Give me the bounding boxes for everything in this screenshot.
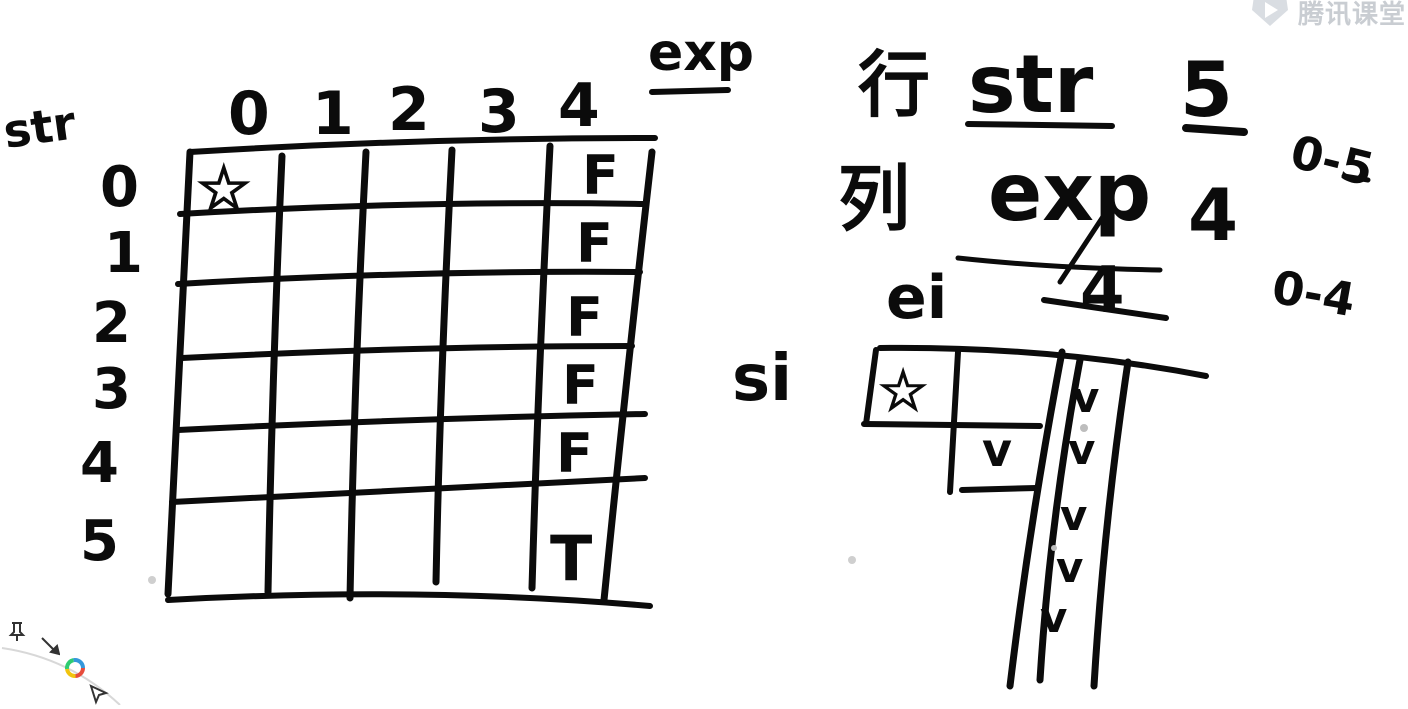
cell-value: F (556, 422, 593, 485)
check-mark: v (1072, 373, 1099, 422)
check-mark: v (982, 423, 1012, 477)
check-mark: v (1068, 425, 1095, 474)
traversal-sketch: ei si ☆ v v v v v v (148, 263, 1209, 690)
last-column-values: F F F F F T (550, 144, 619, 595)
col-header: 3 (478, 77, 520, 147)
col-header: 4 (558, 71, 600, 141)
drawing-tool-panel (0, 608, 130, 705)
row-header: 5 (80, 509, 119, 574)
crossed-four: 4 (1080, 254, 1125, 328)
col-variable: exp (988, 146, 1151, 239)
row-axis-label: str (0, 95, 79, 159)
dp-grid (164, 135, 658, 609)
pen-icon[interactable] (38, 634, 61, 656)
col-label: 列 (838, 157, 910, 241)
pin-icon[interactable] (6, 620, 28, 642)
row-count: 5 (1180, 45, 1233, 134)
cell-value: F (576, 212, 613, 275)
row-variable: str (968, 38, 1094, 131)
cell-value: F (562, 354, 599, 417)
cell-value: T (550, 522, 592, 595)
col-header: 0 (228, 79, 270, 149)
row-header: 1 (104, 221, 143, 286)
row-index-label: si (732, 342, 792, 416)
col-header: 2 (388, 75, 430, 145)
col-axis-underline (649, 87, 731, 95)
col-range: 0-4 (1268, 260, 1359, 328)
brand-watermark: 腾讯课堂 (1298, 0, 1407, 30)
row-range: 0-5 (1285, 124, 1379, 197)
row-header: 0 (100, 155, 139, 220)
row-headers: 0 1 2 3 4 5 (80, 155, 143, 574)
cell-value: F (582, 144, 619, 207)
col-count: 4 (1188, 173, 1238, 257)
tencent-classroom-logo (1252, 0, 1288, 26)
row-header: 3 (92, 357, 131, 422)
sketch-origin-star: ☆ (878, 358, 928, 424)
origin-star-mark: ☆ (196, 152, 252, 225)
row-header: 2 (92, 291, 131, 356)
color-wheel-icon[interactable] (64, 657, 86, 679)
col-axis-label: exp (648, 23, 754, 83)
col-index-label: ei (886, 263, 947, 333)
check-mark: v (1056, 543, 1083, 592)
row-label: 行 (858, 43, 930, 127)
column-headers: 0 1 2 3 4 (228, 71, 600, 149)
cell-value: F (566, 286, 603, 349)
check-mark: v (1060, 491, 1087, 540)
col-header: 1 (312, 79, 354, 149)
check-mark: v (1040, 593, 1067, 642)
row-header: 4 (80, 431, 119, 496)
pointer-icon[interactable] (88, 683, 110, 705)
